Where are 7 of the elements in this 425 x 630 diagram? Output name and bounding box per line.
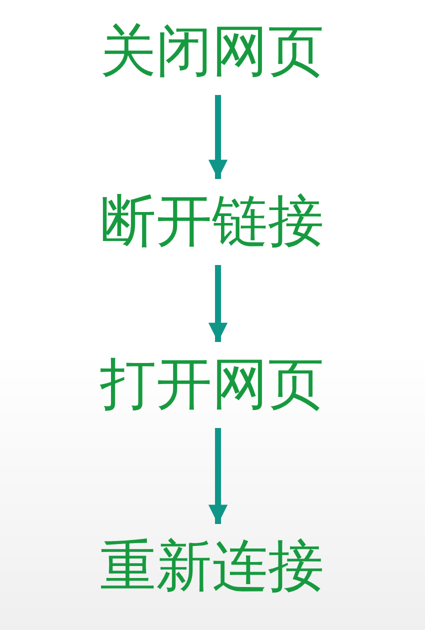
step-text: 打开网页	[62, 350, 362, 420]
arrow	[208, 428, 228, 524]
arrow	[208, 95, 228, 179]
step-text: 断开链接	[62, 187, 362, 257]
arrow	[208, 265, 228, 342]
step-text: 重新连接	[62, 532, 362, 602]
step-text: 关闭网页	[62, 17, 362, 87]
